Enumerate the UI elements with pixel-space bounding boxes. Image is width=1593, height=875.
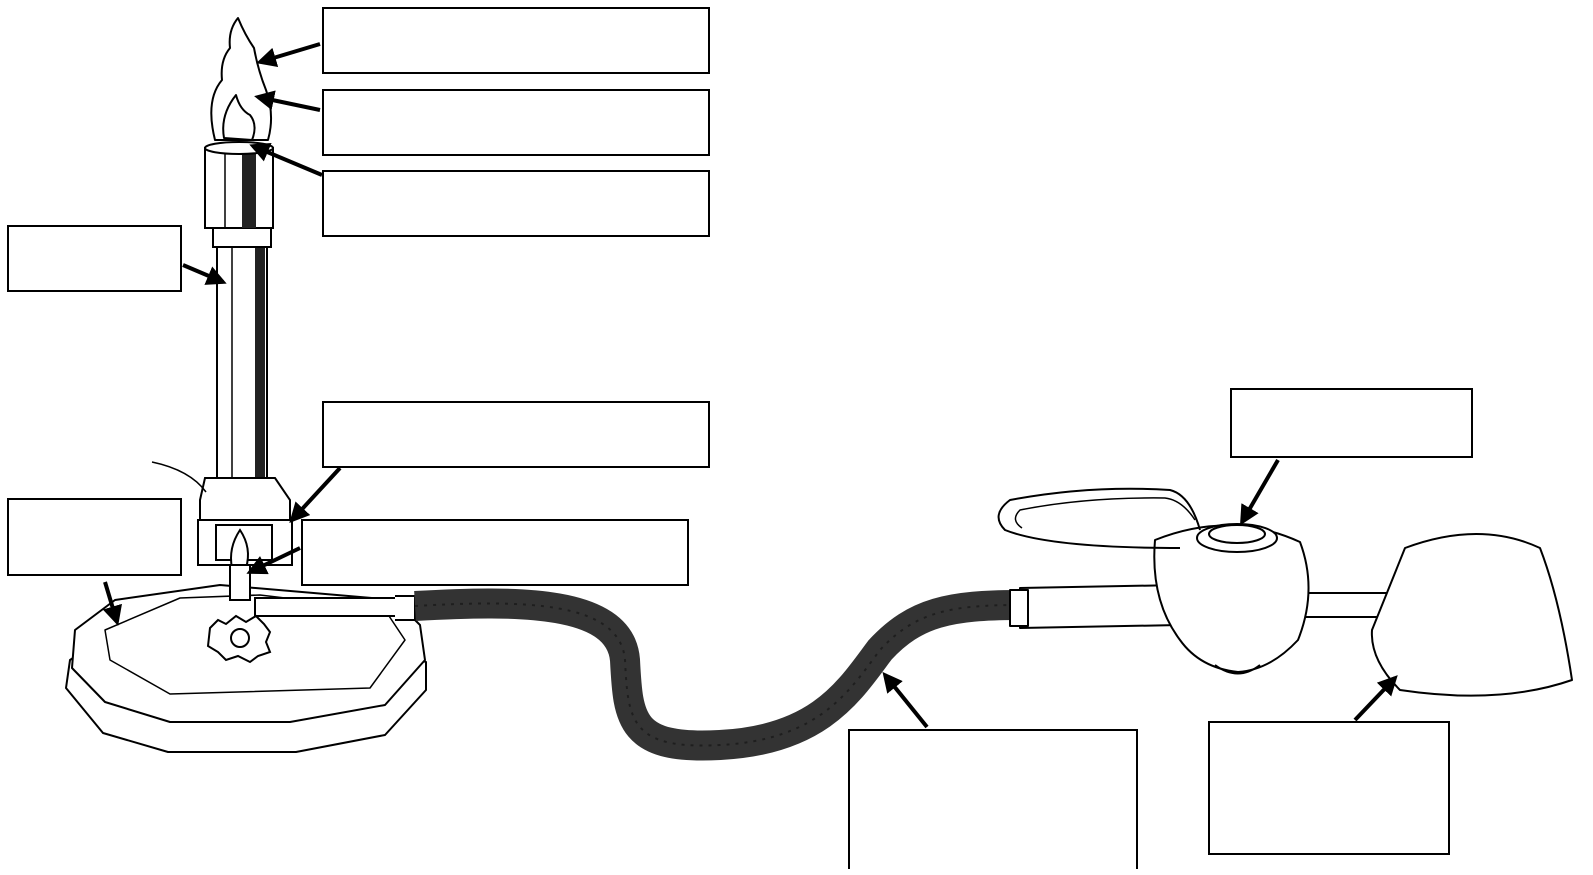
label-box-tap-handle[interactable]: [1230, 388, 1473, 458]
arrow-box-5: [292, 468, 340, 520]
label-box-base[interactable]: [7, 498, 182, 576]
arrow-box-10: [1355, 678, 1395, 720]
label-box-gas-jet[interactable]: [301, 519, 689, 586]
rubber-tubing: [415, 603, 1020, 745]
arrow-box-1: [260, 44, 320, 62]
burner-barrel: [205, 142, 273, 480]
flame: [211, 18, 271, 140]
label-box-tap-cover[interactable]: [1208, 721, 1450, 855]
label-box-barrel[interactable]: [7, 225, 182, 292]
air-vent-flap: [152, 462, 206, 492]
gas-tap: [999, 489, 1395, 674]
arrow-box-9: [885, 675, 927, 727]
tap-bell-cover: [1372, 534, 1572, 696]
air-regulator-collar: [198, 478, 292, 600]
arrow-box-8: [1242, 460, 1278, 522]
label-box-air-collar[interactable]: [322, 401, 710, 468]
label-box-flame-inner[interactable]: [322, 89, 710, 156]
label-box-tubing[interactable]: [848, 729, 1138, 869]
label-box-flame-outer[interactable]: [322, 7, 710, 74]
label-box-barrel-top[interactable]: [322, 170, 710, 237]
gas-inlet-pipe: [255, 596, 415, 620]
